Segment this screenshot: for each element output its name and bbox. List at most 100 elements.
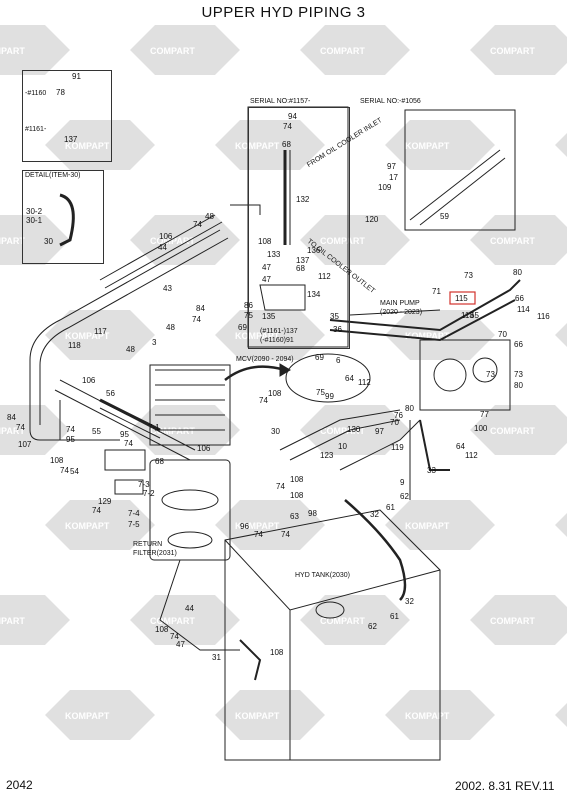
callout-c58: 96 (240, 522, 249, 531)
callout-c85: 62 (400, 492, 409, 501)
watermark-hex (0, 405, 70, 455)
page-number: 2042 (6, 778, 33, 792)
callout-c108: 113 (461, 311, 474, 320)
inset-1160-label: -#1160 (25, 90, 47, 97)
callout-c02: 78 (56, 88, 65, 97)
callout-c62: 64 (345, 374, 354, 383)
callout-c33: 48 (166, 323, 175, 332)
watermark-text: COMPART (0, 426, 25, 436)
watermark-hex (45, 500, 155, 550)
callout-c30: 86 (244, 301, 253, 310)
callout-c72: 74 (276, 482, 285, 491)
callout-c110: 114 (517, 305, 530, 314)
callout-c88: 62 (368, 622, 377, 631)
pipe-118 (29, 229, 221, 441)
watermark-text: KOMPAPT (65, 521, 110, 531)
callout-c76: 74 (281, 530, 290, 539)
watermark-hex (385, 310, 495, 360)
watermark-hex (385, 120, 495, 170)
callout-c89: 70 (390, 418, 399, 427)
watermark-hex (470, 215, 567, 265)
callout-c73: 108 (290, 491, 304, 500)
callout-c16: 112 (318, 272, 331, 281)
watermark-hex (0, 595, 70, 645)
callout-c120: 120 (365, 215, 379, 224)
watermark-text: COMPART (490, 236, 535, 246)
callout-c34: 3 (152, 338, 157, 347)
callout-c98: 112 (465, 451, 478, 460)
mcv-detail-ellipse (285, 353, 371, 403)
callout-c43: 55 (92, 427, 101, 436)
watermark-hex (130, 25, 240, 75)
mcv-label: MCV(2090 - 2094) (236, 356, 294, 363)
watermark-text: KOMPAPT (65, 331, 110, 341)
watermark-text: KOMPAPT (65, 711, 110, 721)
callout-c99: 33 (427, 466, 436, 475)
callout-c104: 71 (432, 287, 441, 296)
callout-c24: 44 (158, 243, 167, 252)
callout-c18: 47 (262, 263, 271, 272)
callout-c39: 74 (16, 423, 25, 432)
watermark-hex (555, 703, 567, 727)
callout-c106: 35 (330, 312, 339, 321)
return-filter-label-b: FILTER(2031) (133, 550, 177, 557)
callout-c44: 95 (120, 430, 129, 439)
callout-c109: 65 (470, 311, 479, 320)
callout-c91: 76 (394, 411, 403, 420)
callout-c83: 32 (370, 510, 379, 519)
callout-c96: 9 (400, 478, 405, 487)
callout-c19: 135 (262, 312, 276, 321)
watermark-hex (0, 25, 70, 75)
callout-c54: 129 (98, 497, 112, 506)
callout-c59: 74 (254, 530, 263, 539)
callout-c52: 7-3 (138, 480, 150, 489)
date-revision: 2002. 8.31 REV.11 (455, 779, 555, 793)
watermark-hex (215, 690, 325, 740)
return-filter-body (149, 459, 231, 561)
watermark-text: COMPART (320, 426, 365, 436)
callout-c61: 6 (336, 356, 341, 365)
serial-1157-box (248, 107, 350, 349)
callout-c55: 74 (92, 506, 101, 515)
callout-c15: 68 (296, 264, 305, 273)
callout-c06: 30 (44, 237, 53, 246)
callout-c46: 7-1 (148, 423, 160, 432)
watermark-hex (300, 405, 410, 455)
callout-c111: 116 (537, 312, 550, 321)
watermark-text: KOMPAPT (405, 711, 450, 721)
watermark-text: COMPART (150, 616, 195, 626)
callout-c47: 106 (197, 444, 211, 453)
callout-c26: 117 (94, 327, 107, 336)
callout-c78: 108 (155, 625, 169, 634)
callout-c107: 36 (333, 325, 342, 334)
main-pump-body (419, 339, 511, 411)
pipe-117 (39, 237, 229, 425)
main-pump-label: MAIN PUMP (380, 300, 420, 307)
callout-c41: 95 (66, 435, 75, 444)
callout-c14: 137 (296, 256, 310, 265)
callout-c105: 115 (455, 294, 468, 303)
watermark-text: COMPART (490, 426, 535, 436)
callout-c86: 32 (405, 597, 414, 606)
callout-c51: 68 (155, 457, 164, 466)
callout-c87: 61 (390, 612, 399, 621)
callout-c116: 80 (513, 268, 522, 277)
callout-c11: 108 (258, 237, 272, 246)
callout-c25: 43 (163, 284, 172, 293)
watermark-text: COMPART (0, 46, 25, 56)
return-filter-label-a: RETURN (133, 541, 163, 548)
serial-1056-area (358, 107, 528, 247)
watermark-hex (45, 690, 155, 740)
callout-c10: 132 (296, 195, 310, 204)
callout-c49: 74 (60, 466, 69, 475)
watermark-hex (130, 595, 240, 645)
watermark-hex (470, 595, 567, 645)
callout-c66: 74 (259, 396, 268, 405)
callout-c57: 7-5 (128, 520, 140, 529)
callout-c50: 54 (70, 467, 79, 476)
callout-c31: 75 (244, 311, 253, 320)
callout-c17: 134 (307, 290, 321, 299)
callout-c28: 84 (196, 304, 205, 313)
watermark-text: COMPART (0, 616, 25, 626)
